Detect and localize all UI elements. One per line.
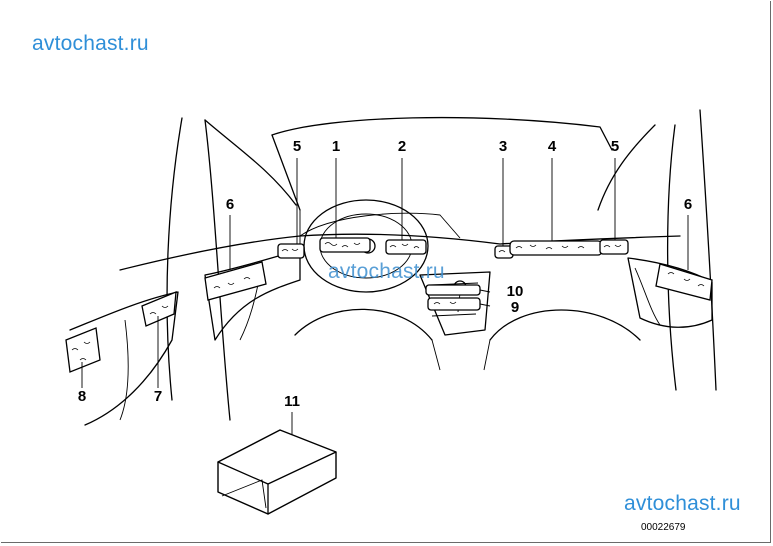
trim-strip-10 xyxy=(425,284,481,296)
left-seat-outline xyxy=(294,308,433,341)
callout-5-right: 5 xyxy=(610,138,620,155)
callout-4: 4 xyxy=(547,138,557,155)
document-number: 00022679 xyxy=(641,522,686,533)
callout-1: 1 xyxy=(331,138,341,155)
trim-strip-6-left xyxy=(204,261,267,301)
right-a-pillar xyxy=(597,124,656,211)
watermark-bottom: avtochast.ru xyxy=(624,492,741,515)
callout-2: 2 xyxy=(397,138,407,155)
watermark-middle: avtochast.ru xyxy=(328,260,445,283)
trim-strip-1 xyxy=(319,237,371,253)
callout-11: 11 xyxy=(284,393,300,410)
dashboard-top xyxy=(119,233,681,271)
trim-strip-6-right xyxy=(655,263,713,301)
callout-7: 7 xyxy=(153,388,163,405)
part-box-11 xyxy=(217,429,337,515)
trim-strip-9 xyxy=(427,297,481,311)
callout-5-left: 5 xyxy=(292,138,302,155)
callout-3: 3 xyxy=(498,138,508,155)
trim-strip-7 xyxy=(141,290,177,327)
windshield-outline xyxy=(271,116,613,151)
callout-9: 9 xyxy=(510,299,520,316)
callout-10: 10 xyxy=(506,283,524,300)
callout-6-left: 6 xyxy=(225,196,235,213)
center-console xyxy=(419,271,491,336)
rear-door-panel xyxy=(69,291,179,426)
left-a-pillar xyxy=(204,119,297,206)
callout-8: 8 xyxy=(77,388,87,405)
watermark-top: avtochast.ru xyxy=(32,32,149,55)
trim-strip-5-right xyxy=(599,239,629,255)
trim-strip-8 xyxy=(65,327,101,373)
trim-strip-4 xyxy=(509,240,603,256)
callout-6-right: 6 xyxy=(683,196,693,213)
trim-strip-2 xyxy=(385,239,427,255)
trim-strip-5-left xyxy=(277,243,305,259)
left-door-panel xyxy=(204,249,301,341)
right-door-panel xyxy=(627,257,713,328)
